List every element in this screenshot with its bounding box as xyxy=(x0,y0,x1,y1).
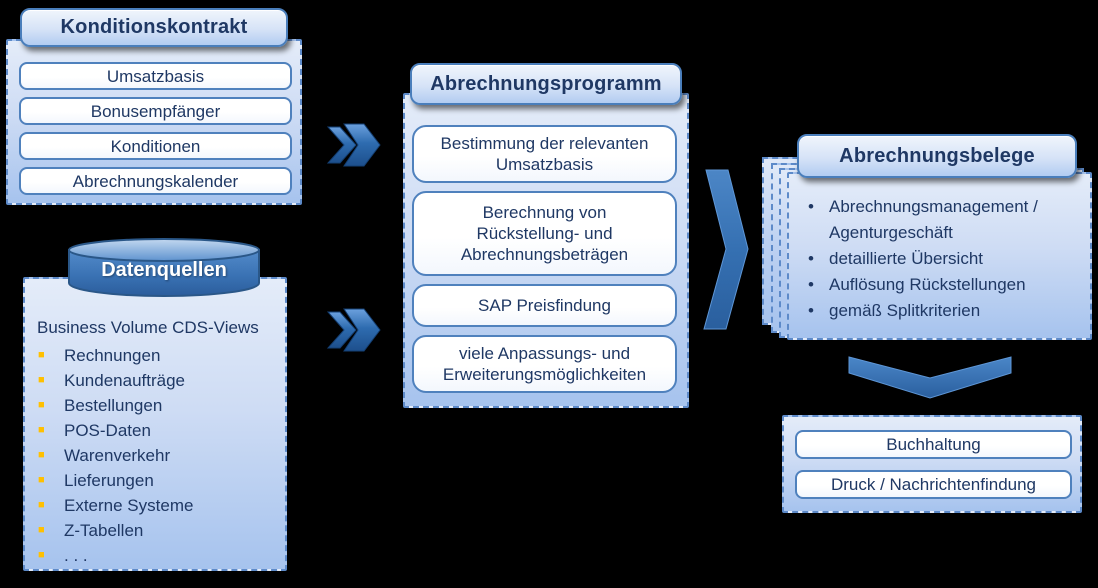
dq-list-item: Warenverkehr xyxy=(37,443,277,468)
abrechnungsprogramm-header: Abrechnungsprogramm xyxy=(410,63,682,105)
dq-list-item: Rechnungen xyxy=(37,343,277,368)
abrechnungsprogramm-title: Abrechnungsprogramm xyxy=(430,72,662,95)
down-chevron-arrow-icon xyxy=(848,356,1012,399)
kk-item-umsatzbasis: Umsatzbasis xyxy=(19,62,292,90)
datenquellen-cylinder: Datenquellen xyxy=(66,237,262,299)
dq-list-item: POS-Daten xyxy=(37,418,277,443)
konditionskontrakt-header: Konditionskontrakt xyxy=(20,8,288,47)
abrechnungsprogramm-steps: Bestimmung der relevanten Umsatzbasis Be… xyxy=(412,125,677,393)
ap-step-umsatzbasis: Bestimmung der relevanten Umsatzbasis xyxy=(412,125,677,183)
ab-list-item: gemäß Splitkriterien xyxy=(806,298,1082,324)
konditionskontrakt-items: Umsatzbasis Bonusempfänger Konditionen A… xyxy=(19,62,292,195)
ab-list-item: Auflösung Rückstellungen xyxy=(806,272,1082,298)
ap-step-erweiterung: viele Anpassungs- und Erweiterungsmöglic… xyxy=(412,335,677,393)
flow-double-chevron-icon xyxy=(326,308,381,352)
kk-item-konditionen: Konditionen xyxy=(19,132,292,160)
ab-list-item: detaillierte Übersicht xyxy=(806,246,1082,272)
abrechnungsbelege-list: Abrechnungsmanagement / Agenturgeschäft … xyxy=(806,194,1082,324)
ab-list-item: Abrechnungsmanagement / Agenturgeschäft xyxy=(806,194,1082,246)
flow-double-chevron-icon xyxy=(326,123,381,167)
dq-list-item: Z-Tabellen xyxy=(37,518,277,543)
ap-step-preisfindung: SAP Preisfindung xyxy=(412,284,677,327)
abrechnungsbelege-header: Abrechnungsbelege xyxy=(797,134,1077,178)
datenquellen-title: Datenquellen xyxy=(101,259,227,281)
dq-list-item: Kundenaufträge xyxy=(37,368,277,393)
output-druck-nachrichtenfindung: Druck / Nachrichtenfindung xyxy=(795,470,1072,499)
datenquellen-list: Rechnungen Kundenaufträge Bestellungen P… xyxy=(37,343,277,568)
flow-bend-arrow-icon xyxy=(703,169,749,330)
konditionskontrakt-title: Konditionskontrakt xyxy=(60,16,248,38)
kk-item-bonusempfaenger: Bonusempfänger xyxy=(19,97,292,125)
database-cylinder-icon xyxy=(68,238,260,297)
kk-item-abrechnungskalender: Abrechnungskalender xyxy=(19,167,292,195)
dq-list-item: . . . xyxy=(37,543,277,568)
output-items: Buchhaltung Druck / Nachrichtenfindung xyxy=(795,430,1072,499)
dq-list-item: Externe Systeme xyxy=(37,493,277,518)
abrechnungsbelege-title: Abrechnungsbelege xyxy=(839,144,1035,167)
dq-list-item: Lieferungen xyxy=(37,468,277,493)
ap-step-berechnung: Berechnung von Rückstellung- und Abrechn… xyxy=(412,191,677,276)
output-buchhaltung: Buchhaltung xyxy=(795,430,1072,459)
datenquellen-subtitle: Business Volume CDS-Views xyxy=(37,318,259,337)
dq-list-item: Bestellungen xyxy=(37,393,277,418)
